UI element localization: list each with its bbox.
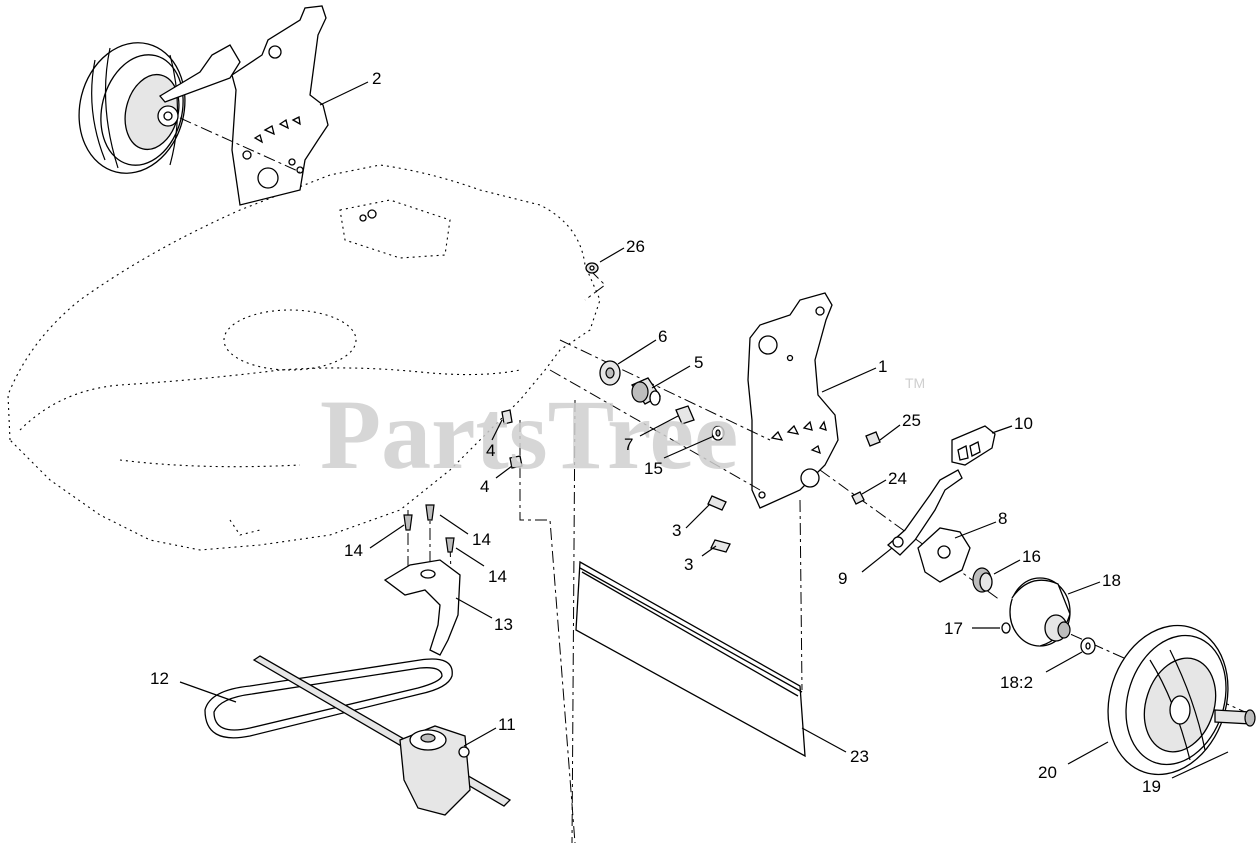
callout-18-2: 18:2 — [1000, 673, 1033, 692]
rear-flap-23 — [575, 560, 806, 758]
adjuster-lever-9 — [887, 469, 963, 556]
callout-26: 26 — [626, 237, 645, 256]
retaining-ring-17 — [1001, 622, 1011, 634]
callout-18: 18 — [1102, 571, 1121, 590]
washer-18-2 — [1080, 637, 1096, 655]
callout-5: 5 — [694, 353, 703, 372]
callout-14-a: 14 — [344, 541, 363, 560]
rear-left-wheel — [78, 42, 186, 174]
callout-10: 10 — [1014, 414, 1033, 433]
callout-13: 13 — [494, 615, 513, 634]
washer-15 — [711, 425, 725, 441]
belt-guide-13 — [383, 559, 461, 656]
bolts-3 — [707, 495, 731, 553]
callout-17: 17 — [944, 619, 963, 638]
watermark-tm: TM — [905, 375, 925, 391]
callout-24: 24 — [888, 469, 907, 488]
callout-19: 19 — [1142, 777, 1161, 796]
callout-20: 20 — [1038, 763, 1057, 782]
pinion-gear-16 — [972, 567, 993, 593]
screws-14 — [403, 504, 455, 553]
bushing-5 — [631, 377, 661, 406]
callout-8: 8 — [998, 509, 1007, 528]
callout-15: 15 — [644, 459, 663, 478]
watermark-text: PartsTree — [320, 379, 738, 490]
axle-assembly-line — [407, 269, 1246, 844]
nut-26 — [585, 262, 599, 274]
height-adjuster-bracket-left — [159, 5, 329, 206]
callout-23: 23 — [850, 747, 869, 766]
callout-25: 25 — [902, 411, 921, 430]
screw-24 — [851, 491, 865, 505]
callout-16: 16 — [1022, 547, 1041, 566]
spacer-7 — [675, 405, 695, 425]
pivot-bracket-8 — [917, 527, 971, 583]
rear-right-wheel-20 — [1107, 624, 1229, 776]
callout-2: 2 — [372, 69, 381, 88]
callout-6: 6 — [658, 327, 667, 346]
callout-14-c: 14 — [488, 567, 507, 586]
pin-25 — [865, 431, 881, 447]
callout-14-b: 14 — [472, 530, 491, 549]
callout-11: 11 — [498, 715, 516, 734]
callout-leaders — [179, 81, 1229, 779]
mower-deck — [7, 164, 601, 551]
callout-4-b: 4 — [480, 477, 489, 496]
transmission-11 — [399, 725, 471, 816]
wheel-bolt-19 — [1214, 709, 1256, 727]
bushing-6 — [599, 360, 621, 386]
callout-1: 1 — [878, 357, 887, 376]
height-adjuster-bracket-right — [747, 292, 839, 509]
nuts-4 — [501, 409, 523, 469]
callout-9: 9 — [838, 569, 847, 588]
callout-4-a: 4 — [486, 441, 495, 460]
callout-3-a: 3 — [672, 521, 681, 540]
wheel-hub-18 — [1009, 577, 1071, 647]
adjuster-knob-10 — [951, 425, 996, 466]
callout-12: 12 — [150, 669, 169, 688]
callout-3-b: 3 — [684, 555, 693, 574]
callout-7: 7 — [624, 435, 633, 454]
callout-numbers: 2 26 6 5 1 25 10 4 4 7 15 24 3 3 8 14 14… — [150, 69, 1161, 796]
